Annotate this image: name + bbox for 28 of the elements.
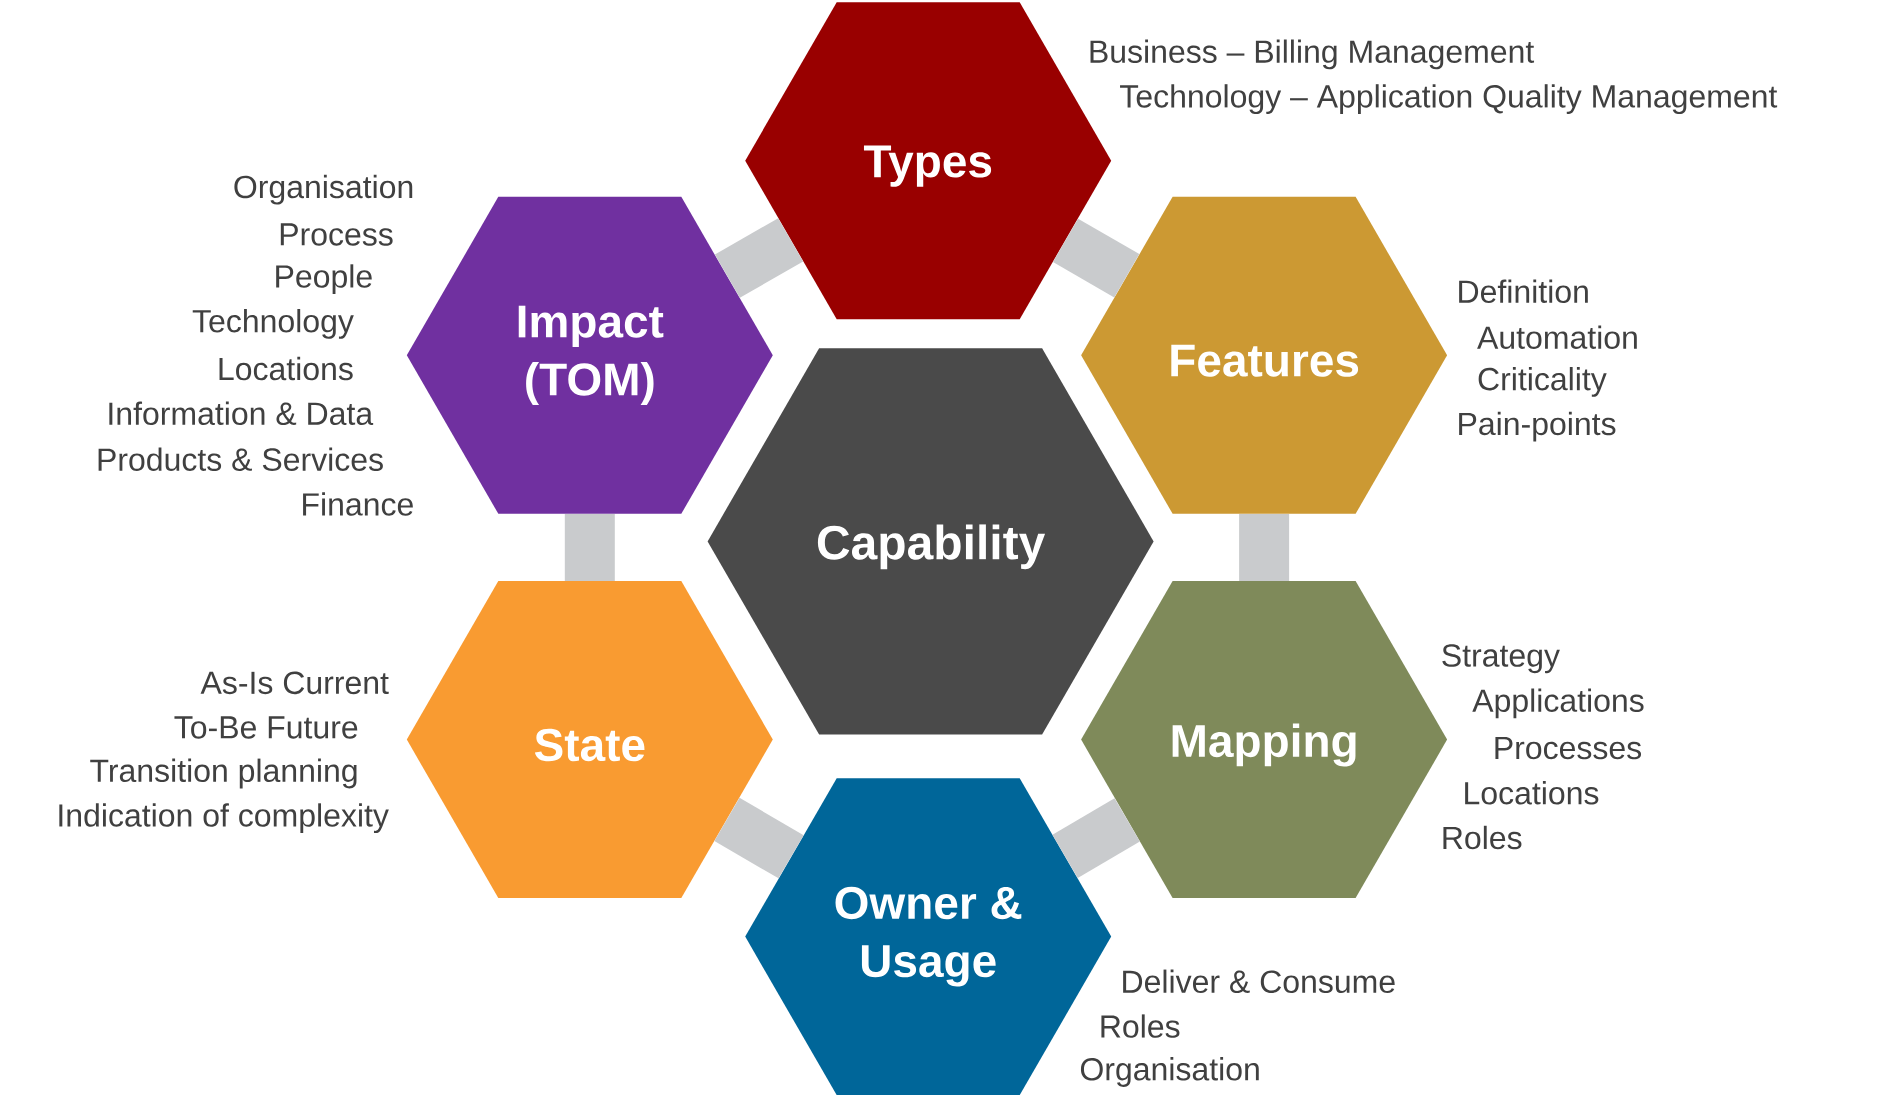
side-text: Technology – Application Quality Management [1120,84,1778,114]
connector-band [714,797,804,879]
side-text: Automation [1477,325,1637,349]
side-text: Locations [1465,781,1599,805]
side-text: Products & Services [98,447,383,471]
side-text: Transition planning [90,758,357,789]
connector-band [1239,514,1290,581]
side-text: Definition [1459,279,1588,304]
connector-band [714,218,804,298]
hexagon: State [406,581,773,899]
connector-band [1053,218,1140,298]
side-text: People [276,264,372,295]
side-text: Locations [219,356,353,381]
side-text: Technology [192,309,354,339]
side-text: Applications [1472,688,1644,719]
side-text: Information & Data [109,401,374,426]
hexagon: Capability [707,348,1154,735]
side-text: Indication of complexity [59,803,389,834]
hexagon: Features [1081,196,1448,514]
side-text: Pain-points [1459,411,1616,442]
side-text: To-Be Future [174,716,358,739]
side-text: Process [280,223,393,246]
connector-band [564,514,615,581]
side-text: As-Is Current [200,671,389,695]
connector-band [1052,798,1140,878]
side-text: Processes [1495,736,1642,760]
side-text: Criticality [1478,367,1607,397]
side-text: Deliver & Consume [1123,969,1395,994]
